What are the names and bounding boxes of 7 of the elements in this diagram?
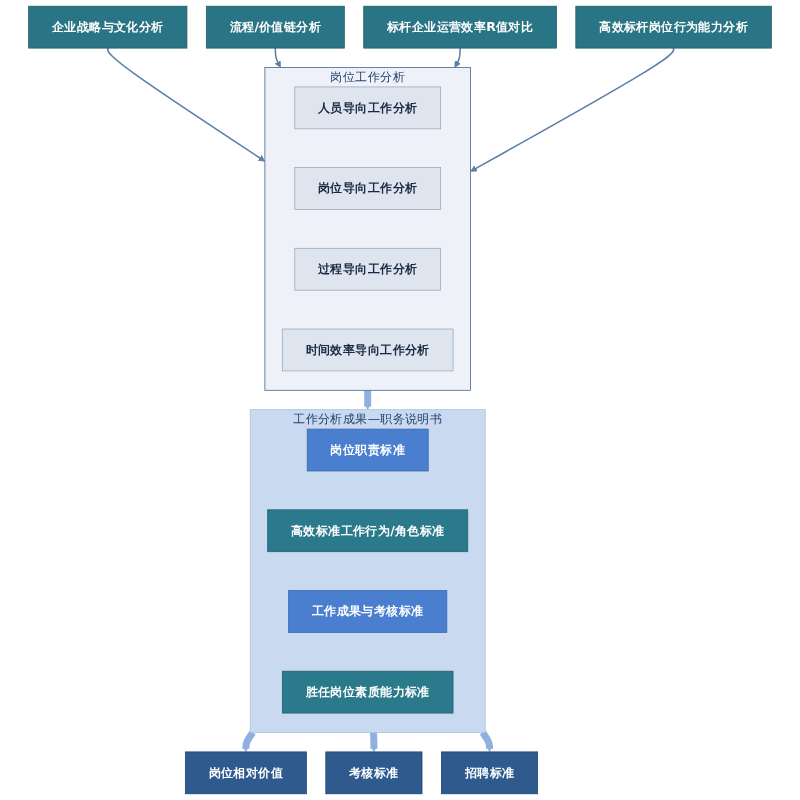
arrow	[454, 47, 461, 68]
arrow	[470, 47, 675, 172]
arrow	[274, 47, 281, 68]
arrow	[107, 47, 266, 162]
arrow	[479, 730, 493, 753]
arrow	[242, 730, 256, 753]
arrow	[370, 730, 378, 753]
